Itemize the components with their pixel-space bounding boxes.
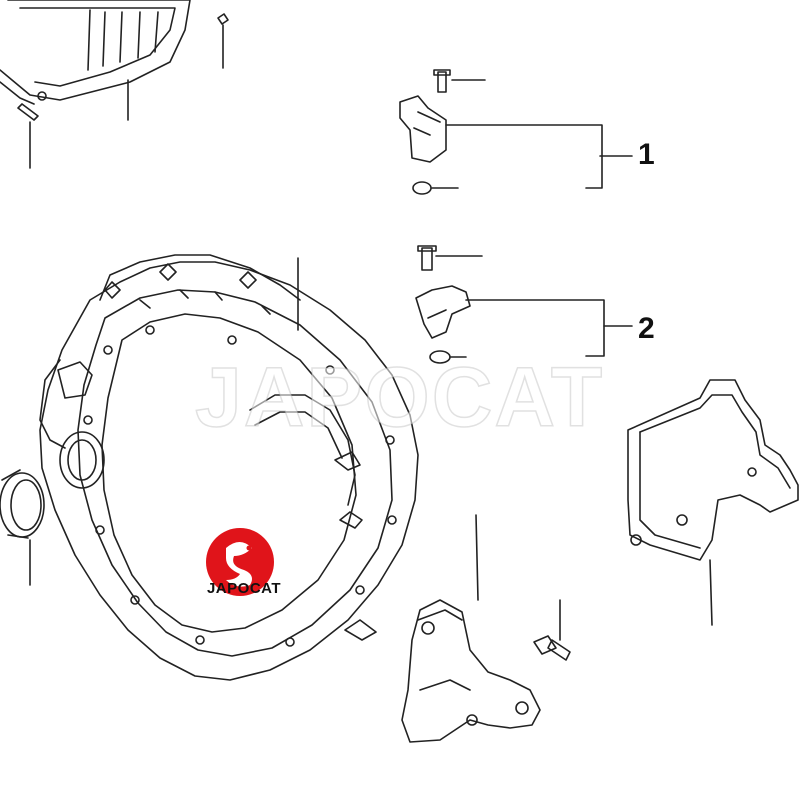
transmission-bell-housing [39, 254, 419, 681]
upper-left-bolts [17, 13, 229, 169]
callout-2-label: 2 [638, 312, 655, 345]
logo-text: JAPOCAT [206, 580, 282, 597]
upper-left-housing [0, 0, 191, 105]
oil-seal [0, 469, 45, 586]
lower-bracket [401, 514, 541, 743]
right-bracket [627, 379, 799, 626]
lower-bolt [533, 599, 571, 661]
japocat-logo-mark [206, 528, 274, 596]
callout-1-label: 1 [638, 138, 655, 171]
sensor-2-assembly [415, 245, 633, 364]
sensor-1-assembly [399, 69, 633, 195]
